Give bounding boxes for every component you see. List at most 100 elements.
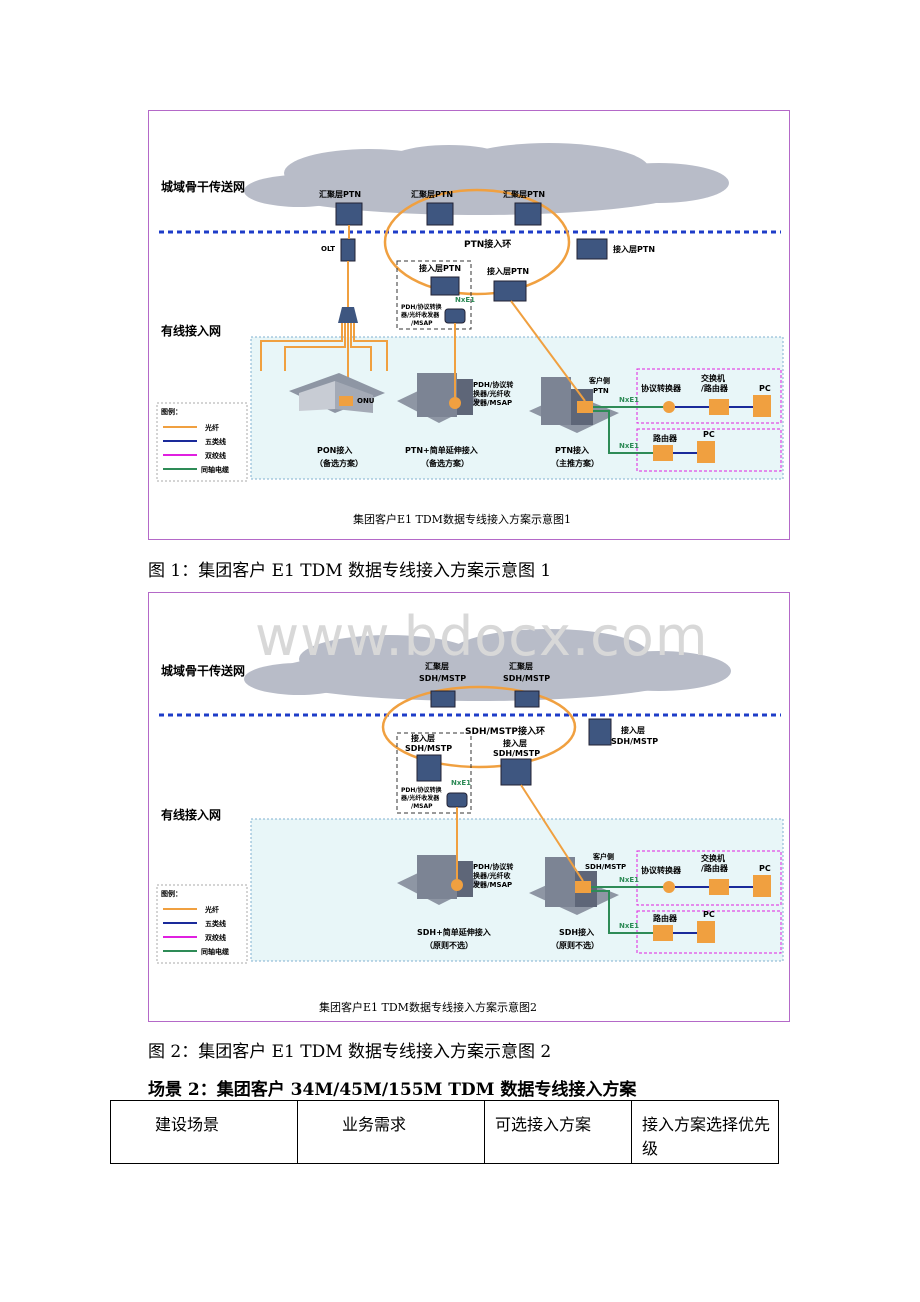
figure-1-diagram: 城域骨干传送网 PTN接入环 汇聚层PTN 汇聚层PTN 汇聚层PTN 接入层P…: [156, 143, 784, 526]
scenario-2-sub: （备选方案）: [421, 458, 469, 468]
svg-text:接入层: 接入层: [621, 725, 645, 735]
pdh-building-label-1: PDH/协议转: [473, 862, 513, 871]
switch-icon: [709, 879, 729, 895]
pc-icon-2: [697, 441, 715, 463]
scenario-heading: 场景 2：集团客户 34M/45M/155M TDM 数据专线接入方案: [148, 1080, 637, 1100]
sdh-fiber-line: [520, 784, 584, 882]
table-header-cell: 建设场景: [110, 1100, 298, 1164]
nxe1-label-2: NxE1: [619, 396, 639, 404]
svg-text:SDH/MSTP: SDH/MSTP: [405, 744, 452, 753]
pdh-box-label-3: /MSAP: [411, 320, 433, 327]
svg-text:图例：: 图例：: [161, 889, 182, 898]
protocol-converter-icon: [663, 881, 675, 893]
figure-2-inner-caption: 集团客户E1 TDM数据专线接入方案示意图2: [319, 1000, 537, 1014]
legend: 图例： 光纤 五类线 双绞线 同轴电缆: [156, 884, 248, 964]
pc-label-1: PC: [759, 384, 771, 393]
coax-line-2: [593, 410, 653, 454]
customer-ptn-label-2: PTN: [593, 387, 609, 395]
figure-1-inner-caption: 集团客户E1 TDM数据专线接入方案示意图1: [353, 512, 571, 526]
svg-text:汇聚层PTN: 汇聚层PTN: [411, 189, 453, 199]
protocol-converter-label: 协议转换器: [641, 383, 682, 393]
watermark: www.bdocx.com: [255, 605, 709, 668]
svg-text:接入层PTN: 接入层PTN: [419, 263, 461, 273]
svg-text:光纤: 光纤: [204, 905, 219, 914]
svg-text:SDH/MSTP: SDH/MSTP: [611, 737, 658, 746]
customer-lan-box-2: [636, 428, 782, 472]
svg-text:接入层PTN: 接入层PTN: [613, 244, 655, 254]
pdh-dashed-box: [396, 260, 472, 330]
customer-sdh-label-2: SDH/MSTP: [585, 863, 626, 871]
pdh-box-label-2: 器/光纤收发器: [400, 311, 440, 319]
router-label: 路由器: [653, 433, 678, 443]
pc-icon-2: [697, 921, 715, 943]
backbone-label: 城域骨干传送网: [161, 663, 245, 678]
svg-text:五类线: 五类线: [205, 919, 226, 928]
svg-text:汇聚层PTN: 汇聚层PTN: [503, 189, 545, 199]
pon-drop-lines: [260, 323, 388, 399]
wired-label: 有线接入网: [161, 807, 221, 822]
nxe1-label-2: NxE1: [619, 876, 639, 884]
access-sdh-mid: 接入层 SDH/MSTP: [493, 738, 540, 786]
coax-line-2: [591, 890, 653, 934]
customer-sdh-label-1: 客户侧: [592, 852, 614, 861]
protocol-converter-label: 协议转换器: [641, 865, 682, 875]
agg-ptn-node-3: 汇聚层PTN: [503, 189, 545, 226]
agg-ptn-node-1: 汇聚层PTN: [319, 189, 363, 226]
svg-text:同轴电缆: 同轴电缆: [201, 947, 229, 956]
pdh-box-label-2: 器/光纤收发器: [400, 794, 440, 802]
agg-sdh-node-2: 汇聚层 SDH/MSTP: [503, 661, 550, 708]
scenario-3-name: PTN接入: [555, 445, 589, 455]
sdh-ring: [381, 685, 577, 769]
switch-icon: [709, 399, 729, 415]
wired-label: 有线接入网: [161, 323, 221, 338]
sdh-customer-building: [529, 857, 619, 915]
figure-1-caption: 图 1：集团客户 E1 TDM 数据专线接入方案示意图 1: [148, 561, 552, 581]
pdh-building-label-3: 发器/MSAP: [472, 398, 512, 407]
pon-building: ONU: [289, 373, 385, 413]
scenario-1-name: PON接入: [317, 445, 352, 455]
svg-text:接入层: 接入层: [411, 733, 435, 743]
backbone-label: 城域骨干传送网: [161, 179, 245, 194]
pdh-box-label-1: PDH/协议转换: [401, 786, 443, 794]
scenario-1-sub: （原则不选）: [425, 940, 473, 950]
svg-text:ONU: ONU: [357, 397, 375, 405]
router-icon: [653, 925, 673, 941]
figure-2-diagram: 城域骨干传送网 SDH/MSTP接入环 汇聚层 SDH/MSTP 汇聚层 SDH…: [156, 629, 784, 1014]
svg-text:光纤: 光纤: [204, 423, 219, 432]
sdh-ring-label: SDH/MSTP接入环: [465, 725, 545, 737]
ptn-ring: [383, 188, 571, 296]
svg-text:接入层: 接入层: [503, 738, 527, 748]
legend: 图例： 光纤 五类线 双绞线 同轴电缆: [156, 402, 248, 482]
svg-text:汇聚层: 汇聚层: [425, 661, 449, 671]
svg-text:双绞线: 双绞线: [205, 933, 226, 942]
pc-label-1: PC: [759, 864, 771, 873]
pdh-dashed-box: [396, 732, 472, 814]
access-sdh-box: 接入层 SDH/MSTP: [405, 733, 452, 782]
figure-2: 城域骨干传送网 SDH/MSTP接入环 汇聚层 SDH/MSTP 汇聚层 SDH…: [148, 592, 790, 1022]
svg-text:OLT: OLT: [321, 245, 335, 253]
access-sdh-right: 接入层 SDH/MSTP: [588, 718, 658, 746]
scenario-2-name: SDH接入: [559, 927, 594, 937]
svg-text:图例：: 图例：: [161, 407, 182, 416]
agg-sdh-node-1: 汇聚层 SDH/MSTP: [419, 661, 466, 708]
scenario-1-name: SDH+简单延伸接入: [417, 927, 491, 937]
svg-text:同轴电缆: 同轴电缆: [201, 465, 229, 474]
ptn-customer-building: [529, 377, 619, 433]
router-label: 路由器: [653, 913, 678, 923]
pc-icon-1: [753, 395, 771, 417]
backbone-cloud: [244, 629, 731, 701]
splitter-icon: [338, 307, 358, 323]
table-header-cell: 业务需求: [297, 1100, 485, 1164]
pc-label-2: PC: [703, 910, 715, 919]
requirements-table: 建设场景 业务需求 可选接入方案 接入方案选择优先级: [110, 1100, 779, 1164]
ptn-ring-label: PTN接入环: [464, 238, 511, 250]
switch-router-label-1: 交换机: [701, 853, 725, 863]
svg-text:SDH/MSTP: SDH/MSTP: [503, 674, 550, 683]
figure-1: 城域骨干传送网 PTN接入环 汇聚层PTN 汇聚层PTN 汇聚层PTN 接入层P…: [148, 110, 790, 540]
nxe1-label-1: NxE1: [451, 779, 471, 787]
scenario-3-sub: （主推方案）: [551, 458, 599, 468]
ptn-fiber-line: [510, 300, 586, 402]
pdh-box-label-1: PDH/协议转换: [401, 303, 443, 311]
pdh-building-label-2: 换器/光纤收: [473, 389, 512, 398]
svg-text:双绞线: 双绞线: [205, 451, 226, 460]
